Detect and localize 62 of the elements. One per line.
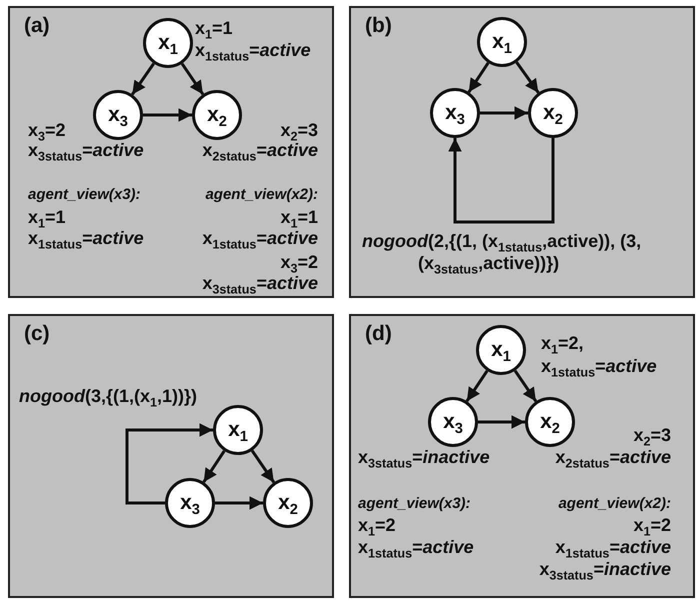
arrow	[468, 62, 490, 93]
view-heading: agent_view(x3):	[28, 185, 141, 205]
arrow	[180, 62, 204, 96]
arrow	[131, 62, 155, 96]
arrow	[515, 61, 540, 94]
value-label: x$_{2}$=3	[280, 120, 318, 140]
value-label: x$_{1}$=2,	[541, 333, 584, 353]
view-heading: agent_view(x2):	[558, 494, 671, 514]
value-label: x$_{3status}$=active	[28, 140, 144, 160]
variable-circle: x$_{2}$	[192, 90, 242, 140]
message-label: nogood(2,{(1, (x$_{1status}$,active)), (3,(x$_{3status}$,active))})	[362, 230, 642, 274]
value-label: x$_{1}$=2	[358, 515, 396, 535]
variable-circle: x$_{3}$	[428, 397, 478, 447]
panel-label: (c)	[24, 322, 50, 346]
arrow	[466, 370, 488, 402]
arrow	[202, 450, 226, 483]
value-label: x$_{1}$=1	[28, 207, 66, 227]
variable-circle: x$_{3}$	[93, 90, 143, 140]
value-label: x$_{1status}$=active	[195, 40, 311, 60]
variable-circle: x$_{1}$	[477, 17, 527, 67]
view-heading: agent_view(x2):	[205, 185, 318, 205]
value-label: x$_{2status}$=active	[202, 140, 318, 160]
arrow	[448, 138, 554, 224]
variable-circle: x$_{1}$	[143, 18, 193, 68]
arrow	[480, 106, 528, 120]
view-heading: agent_view(x3):	[358, 494, 471, 514]
value-label: x$_{1status}$=active	[541, 356, 657, 376]
value-label: x$_{3}$=2	[28, 120, 66, 140]
variable-circle: x$_{3}$	[165, 478, 215, 528]
value-label: x$_{1}$=1	[195, 18, 233, 38]
arrow	[215, 496, 263, 510]
variable-circle: x$_{2}$	[528, 88, 578, 138]
value-label: x$_{3status}$=active	[202, 273, 318, 293]
value-label: x$_{1status}$=active	[28, 228, 144, 248]
value-label: x$_{1}$=2	[633, 515, 671, 535]
arrow	[126, 423, 213, 504]
value-label: x$_{3}$=2	[280, 252, 318, 272]
panel	[349, 314, 695, 598]
message-label: nogood(3,{(1,(x$_{1}$,1))})	[19, 385, 198, 407]
variable-circle: x$_{2}$	[263, 478, 313, 528]
panel-label: (d)	[365, 322, 392, 346]
value-label: x$_{3status}$=inactive	[358, 447, 490, 467]
variable-circle: x$_{2}$	[525, 397, 575, 447]
variable-circle: x$_{1}$	[476, 325, 526, 375]
arrow	[250, 450, 276, 484]
value-label: x$_{2status}$=active	[555, 447, 671, 467]
panel	[349, 6, 695, 298]
value-label: x$_{1status}$=active	[358, 537, 474, 557]
arrow	[143, 108, 192, 122]
variable-circle: x$_{1}$	[213, 405, 263, 455]
panel-label: (b)	[365, 14, 392, 38]
panel	[8, 6, 334, 298]
panel-label: (a)	[24, 14, 50, 38]
value-label: x$_{2}$=3	[633, 425, 671, 445]
value-label: x$_{1}$=1	[280, 207, 318, 227]
value-label: x$_{1status}$=active	[555, 537, 671, 557]
variable-circle: x$_{3}$	[430, 88, 480, 138]
value-label: x$_{3status}$=inactive	[539, 559, 671, 579]
value-label: x$_{1status}$=active	[202, 228, 318, 248]
panel	[8, 314, 334, 598]
arrow	[478, 415, 525, 429]
arrow	[514, 370, 538, 402]
